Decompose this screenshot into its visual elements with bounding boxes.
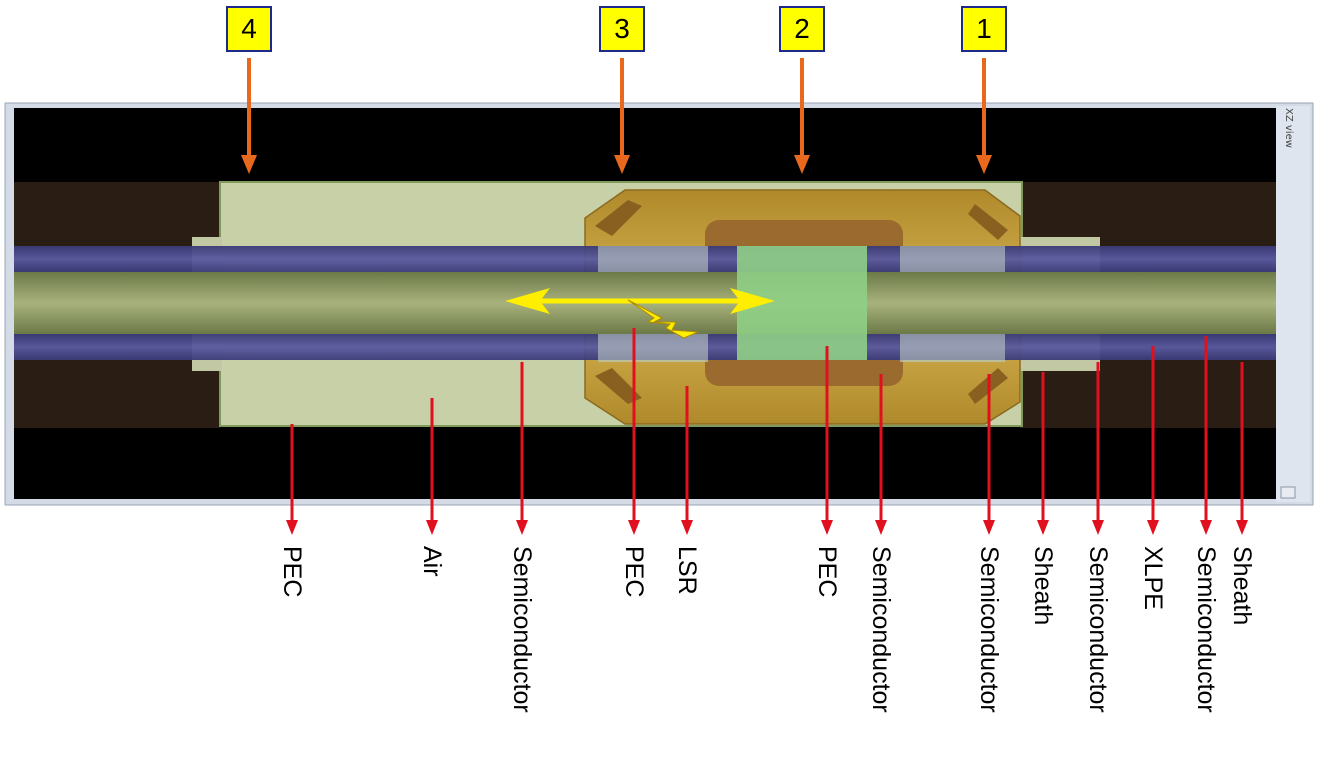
marker-3: 3: [599, 6, 645, 52]
lsr-chamfer-left-top: [595, 200, 642, 236]
viewport-scrollbar[interactable]: [1276, 106, 1310, 502]
label-semiconductor-4: Semiconductor: [1084, 546, 1112, 713]
label-pec-2: PEC: [620, 546, 648, 598]
label-pec-3: PEC: [813, 546, 841, 598]
marker-2: 2: [779, 6, 825, 52]
label-arrows: [286, 328, 1248, 535]
band-overlay-left: [598, 246, 708, 272]
label-semiconductor-1: Semiconductor: [508, 546, 536, 713]
label-sheath-2: Sheath: [1228, 546, 1256, 626]
label-xlpe: XLPE: [1139, 546, 1167, 610]
label-lsr: LSR: [673, 546, 701, 595]
scrollbar-button[interactable]: [1280, 486, 1296, 499]
marker-4: 4: [226, 6, 272, 52]
label-semiconductor-2: Semiconductor: [867, 546, 895, 713]
label-semiconductor-3: Semiconductor: [975, 546, 1003, 713]
lsr-chamfer-right-top: [968, 204, 1008, 240]
marker-arrows: [241, 58, 992, 174]
label-sheath-1: Sheath: [1029, 546, 1057, 626]
band-overlay-left-b: [598, 334, 708, 360]
label-semiconductor-5: Semiconductor: [1192, 546, 1220, 713]
marker-1: 1: [961, 6, 1007, 52]
discharge-bolt-icon: [627, 299, 699, 339]
band-overlay-right-b: [900, 334, 1005, 360]
label-air: Air: [418, 546, 446, 577]
double-arrow: [505, 288, 775, 314]
band-overlay-right: [900, 246, 1005, 272]
view-tag: XZ view: [1283, 108, 1294, 148]
label-pec-1: PEC: [278, 546, 306, 598]
lsr-chamfer-left-bottom: [595, 368, 642, 404]
